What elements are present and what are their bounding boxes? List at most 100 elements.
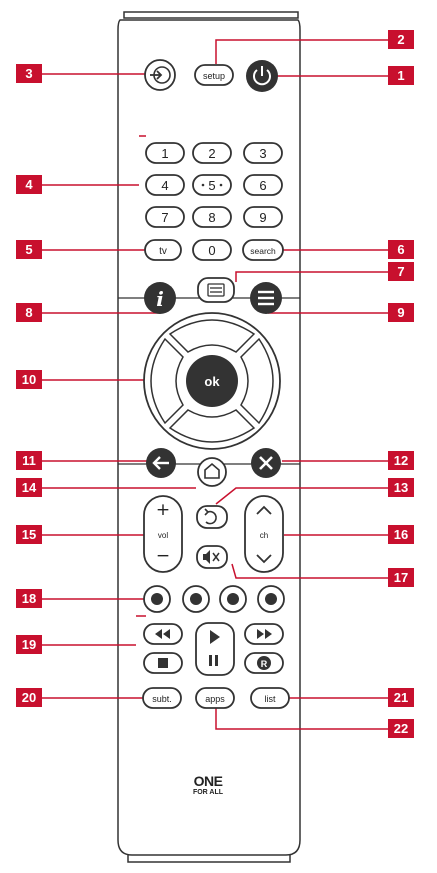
play-pause-button[interactable] xyxy=(195,622,235,676)
channel-rocker[interactable]: ch xyxy=(244,495,284,573)
callout-20: 20 xyxy=(16,688,42,707)
digit-label: 1 xyxy=(161,146,168,161)
chevron-down-icon xyxy=(256,554,272,564)
search-button[interactable]: search xyxy=(242,239,284,261)
home-icon xyxy=(204,462,220,479)
color-button-blue[interactable] xyxy=(257,585,285,613)
callout-9: 9 xyxy=(388,303,414,322)
callout-5: 5 xyxy=(16,240,42,259)
search-label: search xyxy=(250,246,276,256)
list-button[interactable]: list xyxy=(250,687,290,709)
subtitle-label: subt. xyxy=(152,694,172,704)
down-arrow-button[interactable] xyxy=(168,409,256,443)
menu-icon xyxy=(258,290,274,306)
callout-13: 13 xyxy=(388,478,414,497)
info-button[interactable]: i xyxy=(144,282,176,314)
digit-label: 3 xyxy=(259,146,266,161)
left-arrow-button[interactable] xyxy=(150,337,184,425)
digit-button-5[interactable]: 5 xyxy=(192,174,232,196)
callout-6: 6 xyxy=(388,240,414,259)
callout-16: 16 xyxy=(388,525,414,544)
home-button[interactable] xyxy=(197,457,227,487)
digit-label: 4 xyxy=(161,178,168,193)
input-source-button[interactable] xyxy=(144,59,176,91)
brand-logo-line1: ONE xyxy=(193,773,223,789)
digit-button-1[interactable]: 1 xyxy=(145,142,185,164)
right-arrow-button[interactable] xyxy=(240,337,274,425)
mute-button[interactable] xyxy=(196,545,228,569)
color-button-red[interactable] xyxy=(143,585,171,613)
apps-button[interactable]: apps xyxy=(195,687,235,709)
menu-button[interactable] xyxy=(250,282,282,314)
callout-17: 17 xyxy=(388,568,414,587)
setup-label: setup xyxy=(203,71,225,81)
power-button[interactable] xyxy=(246,60,278,92)
tactile-dot xyxy=(201,183,205,187)
callout-2: 2 xyxy=(388,30,414,49)
back-arrow-icon xyxy=(152,456,169,470)
guide-icon xyxy=(207,283,225,297)
digit-label: 9 xyxy=(259,210,266,225)
apps-label: apps xyxy=(205,694,225,704)
power-icon xyxy=(253,66,271,86)
record-button[interactable]: R xyxy=(244,652,284,674)
digit-button-0[interactable]: 0 xyxy=(192,239,232,261)
ok-label: ok xyxy=(204,374,220,389)
pause-icon xyxy=(209,655,218,666)
rewind-button[interactable] xyxy=(143,623,183,645)
callout-10: 10 xyxy=(16,370,42,389)
info-icon: i xyxy=(156,287,164,311)
channel-label: ch xyxy=(260,531,268,540)
digit-label: 7 xyxy=(161,210,168,225)
tactile-dot xyxy=(219,183,223,187)
subtitle-button[interactable]: subt. xyxy=(142,687,182,709)
callout-8: 8 xyxy=(16,303,42,322)
digit-button-8[interactable]: 8 xyxy=(192,206,232,228)
volume-rocker[interactable]: + vol − xyxy=(143,495,183,573)
close-icon xyxy=(259,456,273,470)
volume-minus-label: − xyxy=(156,546,170,566)
back-button[interactable] xyxy=(146,448,176,478)
mute-icon xyxy=(203,550,220,564)
stop-icon xyxy=(158,658,168,668)
callout-19: 19 xyxy=(16,635,42,654)
tv-label: tv xyxy=(159,246,167,257)
fast-forward-button[interactable] xyxy=(244,623,284,645)
callout-11: 11 xyxy=(16,451,42,470)
callout-1: 1 xyxy=(388,66,414,85)
list-label: list xyxy=(265,694,276,704)
exit-button[interactable] xyxy=(251,448,281,478)
setup-button[interactable]: setup xyxy=(194,64,234,86)
callout-14: 14 xyxy=(16,478,42,497)
last-channel-button[interactable] xyxy=(196,505,228,529)
ok-button[interactable]: ok xyxy=(186,355,238,407)
digit-button-3[interactable]: 3 xyxy=(243,142,283,164)
digit-button-2[interactable]: 2 xyxy=(192,142,232,164)
digit-label: 8 xyxy=(208,210,215,225)
fast-forward-icon xyxy=(257,629,272,639)
brand-logo-line2: FOR ALL xyxy=(192,789,224,796)
digit-label: 0 xyxy=(208,243,215,258)
up-arrow-button[interactable] xyxy=(168,319,256,353)
tv-button[interactable]: tv xyxy=(144,239,182,261)
leader-lines xyxy=(42,39,388,730)
navigation-pad: ok xyxy=(143,312,281,450)
guide-button[interactable] xyxy=(197,277,235,303)
replay-icon xyxy=(204,508,217,525)
remote-body xyxy=(117,11,301,863)
callout-18: 18 xyxy=(16,589,42,608)
digit-button-6[interactable]: 6 xyxy=(243,174,283,196)
record-icon xyxy=(257,656,271,670)
digit-button-7[interactable]: 7 xyxy=(145,206,185,228)
callout-12: 12 xyxy=(388,451,414,470)
stop-button[interactable] xyxy=(143,652,183,674)
digit-button-9[interactable]: 9 xyxy=(243,206,283,228)
chevron-up-icon xyxy=(256,505,272,515)
color-button-yellow[interactable] xyxy=(219,585,247,613)
digit-label: 2 xyxy=(208,146,215,161)
digit-button-4[interactable]: 4 xyxy=(145,174,185,196)
color-button-green[interactable] xyxy=(182,585,210,613)
callout-4: 4 xyxy=(16,175,42,194)
